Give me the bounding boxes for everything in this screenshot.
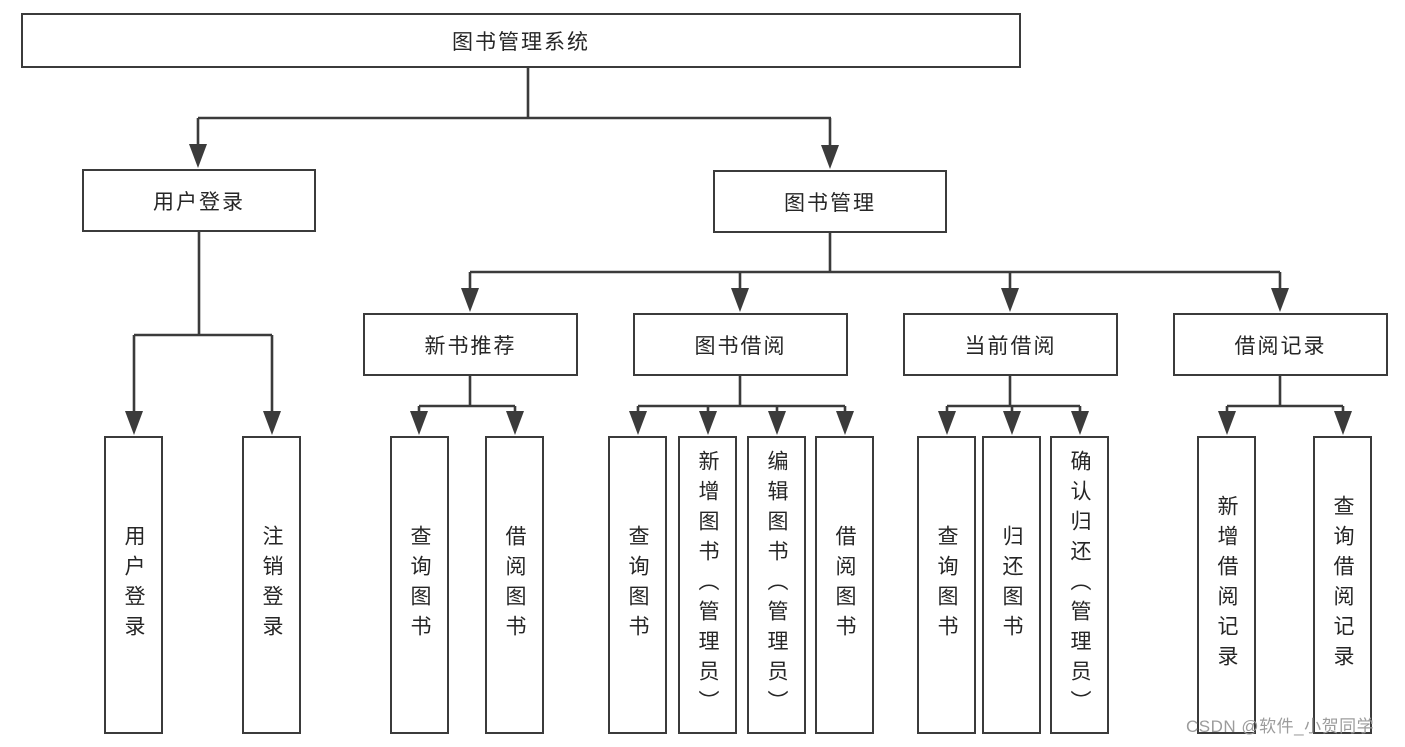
node-library-system-label: 图书管理系统	[452, 30, 590, 54]
node-book-management-label: 图书管理	[784, 191, 876, 215]
node-user-login: 用户登录	[82, 169, 316, 232]
leaf-add-book-admin-label: 新增图书（管理员）	[696, 450, 719, 720]
leaf-query-books-3-label: 查询图书	[935, 525, 958, 645]
leaf-borrow-books-2: 借阅图书	[815, 436, 874, 734]
leaf-edit-book-admin: 编辑图书（管理员）	[747, 436, 806, 734]
leaf-add-borrow-record: 新增借阅记录	[1197, 436, 1256, 734]
leaf-logout-login-label: 注销登录	[260, 525, 283, 645]
leaf-confirm-return-admin-label: 确认归还（管理员）	[1068, 450, 1091, 720]
leaf-user-login: 用户登录	[104, 436, 163, 734]
leaf-query-books-1: 查询图书	[390, 436, 449, 734]
node-library-system: 图书管理系统	[21, 13, 1021, 68]
leaf-return-book: 归还图书	[982, 436, 1041, 734]
leaf-logout-login: 注销登录	[242, 436, 301, 734]
node-user-login-label: 用户登录	[153, 190, 245, 214]
leaf-edit-book-admin-label: 编辑图书（管理员）	[765, 450, 788, 720]
leaf-add-book-admin: 新增图书（管理员）	[678, 436, 737, 734]
leaf-query-books-2: 查询图书	[608, 436, 667, 734]
leaf-query-books-3: 查询图书	[917, 436, 976, 734]
csdn-watermark: CSDN @软件_小贺同学	[1186, 717, 1375, 736]
leaf-query-borrow-record: 查询借阅记录	[1313, 436, 1372, 734]
leaf-borrow-books-1-label: 借阅图书	[503, 525, 526, 645]
leaf-confirm-return-admin: 确认归还（管理员）	[1050, 436, 1109, 734]
node-book-borrow-label: 图书借阅	[694, 334, 787, 358]
leaf-query-books-2-label: 查询图书	[626, 525, 649, 645]
leaf-borrow-books-2-label: 借阅图书	[833, 525, 856, 645]
node-new-book-recommend: 新书推荐	[363, 313, 578, 376]
node-borrow-records: 借阅记录	[1173, 313, 1388, 376]
leaf-borrow-books-1: 借阅图书	[485, 436, 544, 734]
node-book-borrow: 图书借阅	[633, 313, 848, 376]
leaf-add-borrow-record-label: 新增借阅记录	[1215, 495, 1238, 675]
node-current-borrow-label: 当前借阅	[964, 334, 1057, 358]
node-book-management: 图书管理	[713, 170, 947, 233]
leaf-return-book-label: 归还图书	[1000, 525, 1023, 645]
leaf-query-borrow-record-label: 查询借阅记录	[1331, 495, 1354, 675]
node-new-book-recommend-label: 新书推荐	[424, 334, 517, 358]
node-current-borrow: 当前借阅	[903, 313, 1118, 376]
leaf-user-login-label: 用户登录	[122, 525, 145, 645]
node-borrow-records-label: 借阅记录	[1234, 334, 1327, 358]
leaf-query-books-1-label: 查询图书	[408, 525, 431, 645]
